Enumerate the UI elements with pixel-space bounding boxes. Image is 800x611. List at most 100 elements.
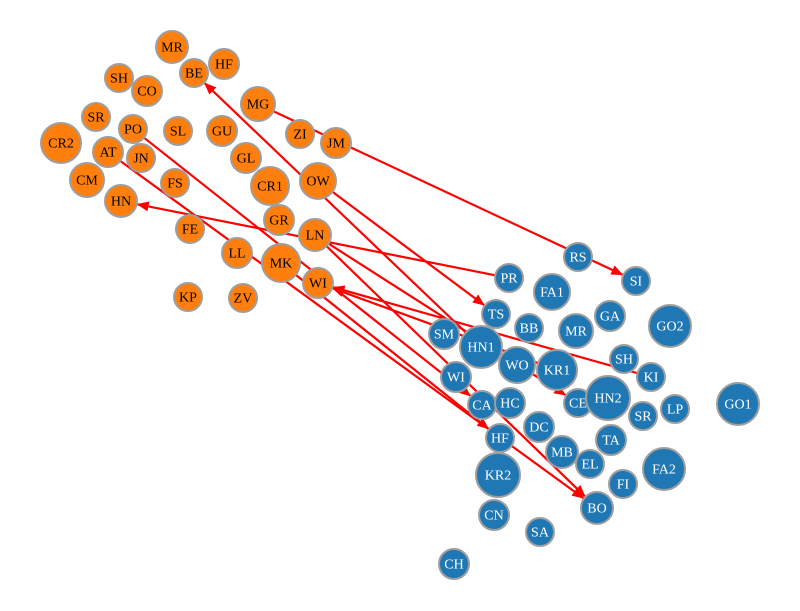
node-circle[interactable] [608,469,638,499]
node-circle[interactable] [302,267,334,299]
node-circle[interactable] [514,313,544,343]
node-o_OW[interactable]: OW [299,162,337,200]
node-circle[interactable] [475,452,521,498]
node-b_FI[interactable]: FI [608,469,638,499]
node-o_JM[interactable]: JM [320,127,352,159]
node-o_KP[interactable]: KP [173,282,203,312]
node-o_MG[interactable]: MG [240,86,276,122]
node-o_PO[interactable]: PO [118,114,148,144]
node-b_CH[interactable]: CH [438,548,470,580]
node-b_HC[interactable]: HC [494,387,526,419]
node-b_GA[interactable]: GA [594,300,626,332]
node-o_GL[interactable]: GL [230,142,262,174]
node-b_LP[interactable]: LP [660,394,690,424]
node-circle[interactable] [459,325,503,369]
node-b_BO[interactable]: BO [580,491,614,525]
node-b_HN1[interactable]: HN1 [459,325,503,369]
node-circle[interactable] [575,449,605,479]
node-circle[interactable] [558,313,594,349]
node-circle[interactable] [428,318,460,350]
node-b_DC[interactable]: DC [523,411,555,443]
node-b_CE[interactable]: CE [563,388,593,418]
node-o_SL[interactable]: SL [163,116,193,146]
node-b_CA[interactable]: CA [467,390,497,420]
node-circle[interactable] [163,116,193,146]
node-circle[interactable] [533,273,571,311]
node-o_CR1[interactable]: CR1 [250,166,290,206]
node-circle[interactable] [160,168,190,198]
node-o_MR[interactable]: MR [155,30,189,64]
node-o_CM[interactable]: CM [69,162,105,198]
node-b_GO2[interactable]: GO2 [648,304,692,348]
node-circle[interactable] [81,102,111,132]
node-circle[interactable] [478,499,510,531]
node-b_EL[interactable]: EL [575,449,605,479]
node-circle[interactable] [440,361,472,393]
node-circle[interactable] [595,424,627,456]
node-o_LL[interactable]: LL [221,237,253,269]
node-o_ZI[interactable]: ZI [285,119,315,149]
node-b_HN2[interactable]: HN2 [585,375,631,421]
node-o_GR[interactable]: GR [263,204,295,236]
node-circle[interactable] [179,58,209,88]
node-b_PR[interactable]: PR [494,263,524,293]
node-b_KR1[interactable]: KR1 [536,349,578,391]
node-circle[interactable] [69,162,105,198]
node-b_HF[interactable]: HF [485,423,515,453]
node-b_MR[interactable]: MR [558,313,594,349]
node-circle[interactable] [118,114,148,144]
node-b_TA[interactable]: TA [595,424,627,456]
node-circle[interactable] [285,119,315,149]
node-circle[interactable] [485,423,515,453]
node-o_SR[interactable]: SR [81,102,111,132]
node-b_CN[interactable]: CN [478,499,510,531]
node-b_SA[interactable]: SA [525,517,555,547]
node-b_BB[interactable]: BB [514,313,544,343]
node-circle[interactable] [92,136,124,168]
node-circle[interactable] [494,387,526,419]
node-o_MK[interactable]: MK [261,243,301,283]
node-circle[interactable] [173,282,203,312]
node-o_HN[interactable]: HN [104,184,138,218]
node-circle[interactable] [250,166,290,206]
node-circle[interactable] [621,266,651,296]
node-circle[interactable] [299,162,337,200]
node-circle[interactable] [206,115,238,147]
node-o_CO[interactable]: CO [131,75,163,107]
node-circle[interactable] [628,401,658,431]
node-circle[interactable] [716,382,760,426]
node-circle[interactable] [563,242,593,272]
node-circle[interactable] [155,30,189,64]
node-circle[interactable] [175,214,205,244]
node-circle[interactable] [545,435,579,469]
node-circle[interactable] [585,375,631,421]
node-b_WO[interactable]: WO [498,346,536,384]
node-o_GU[interactable]: GU [206,115,238,147]
node-o_AT[interactable]: AT [92,136,124,168]
node-circle[interactable] [523,411,555,443]
node-b_FA1[interactable]: FA1 [533,273,571,311]
node-b_SH[interactable]: SH [609,344,639,374]
node-b_WI[interactable]: WI [440,361,472,393]
node-circle[interactable] [228,283,258,313]
node-circle[interactable] [536,349,578,391]
node-b_MB[interactable]: MB [545,435,579,469]
node-o_ZV[interactable]: ZV [228,283,258,313]
node-circle[interactable] [230,142,262,174]
node-b_KI[interactable]: KI [636,362,666,392]
node-o_LN[interactable]: LN [298,218,332,252]
node-circle[interactable] [40,122,82,164]
node-b_FA2[interactable]: FA2 [642,447,686,491]
node-circle[interactable] [481,299,511,329]
node-circle[interactable] [438,548,470,580]
node-o_FS[interactable]: FS [160,168,190,198]
node-b_GO1[interactable]: GO1 [716,382,760,426]
node-o_HF[interactable]: HF [208,48,240,80]
node-circle[interactable] [221,237,253,269]
node-b_RS[interactable]: RS [563,242,593,272]
node-circle[interactable] [320,127,352,159]
node-circle[interactable] [240,86,276,122]
node-circle[interactable] [126,143,156,173]
node-b_SR[interactable]: SR [628,401,658,431]
node-o_WI[interactable]: WI [302,267,334,299]
